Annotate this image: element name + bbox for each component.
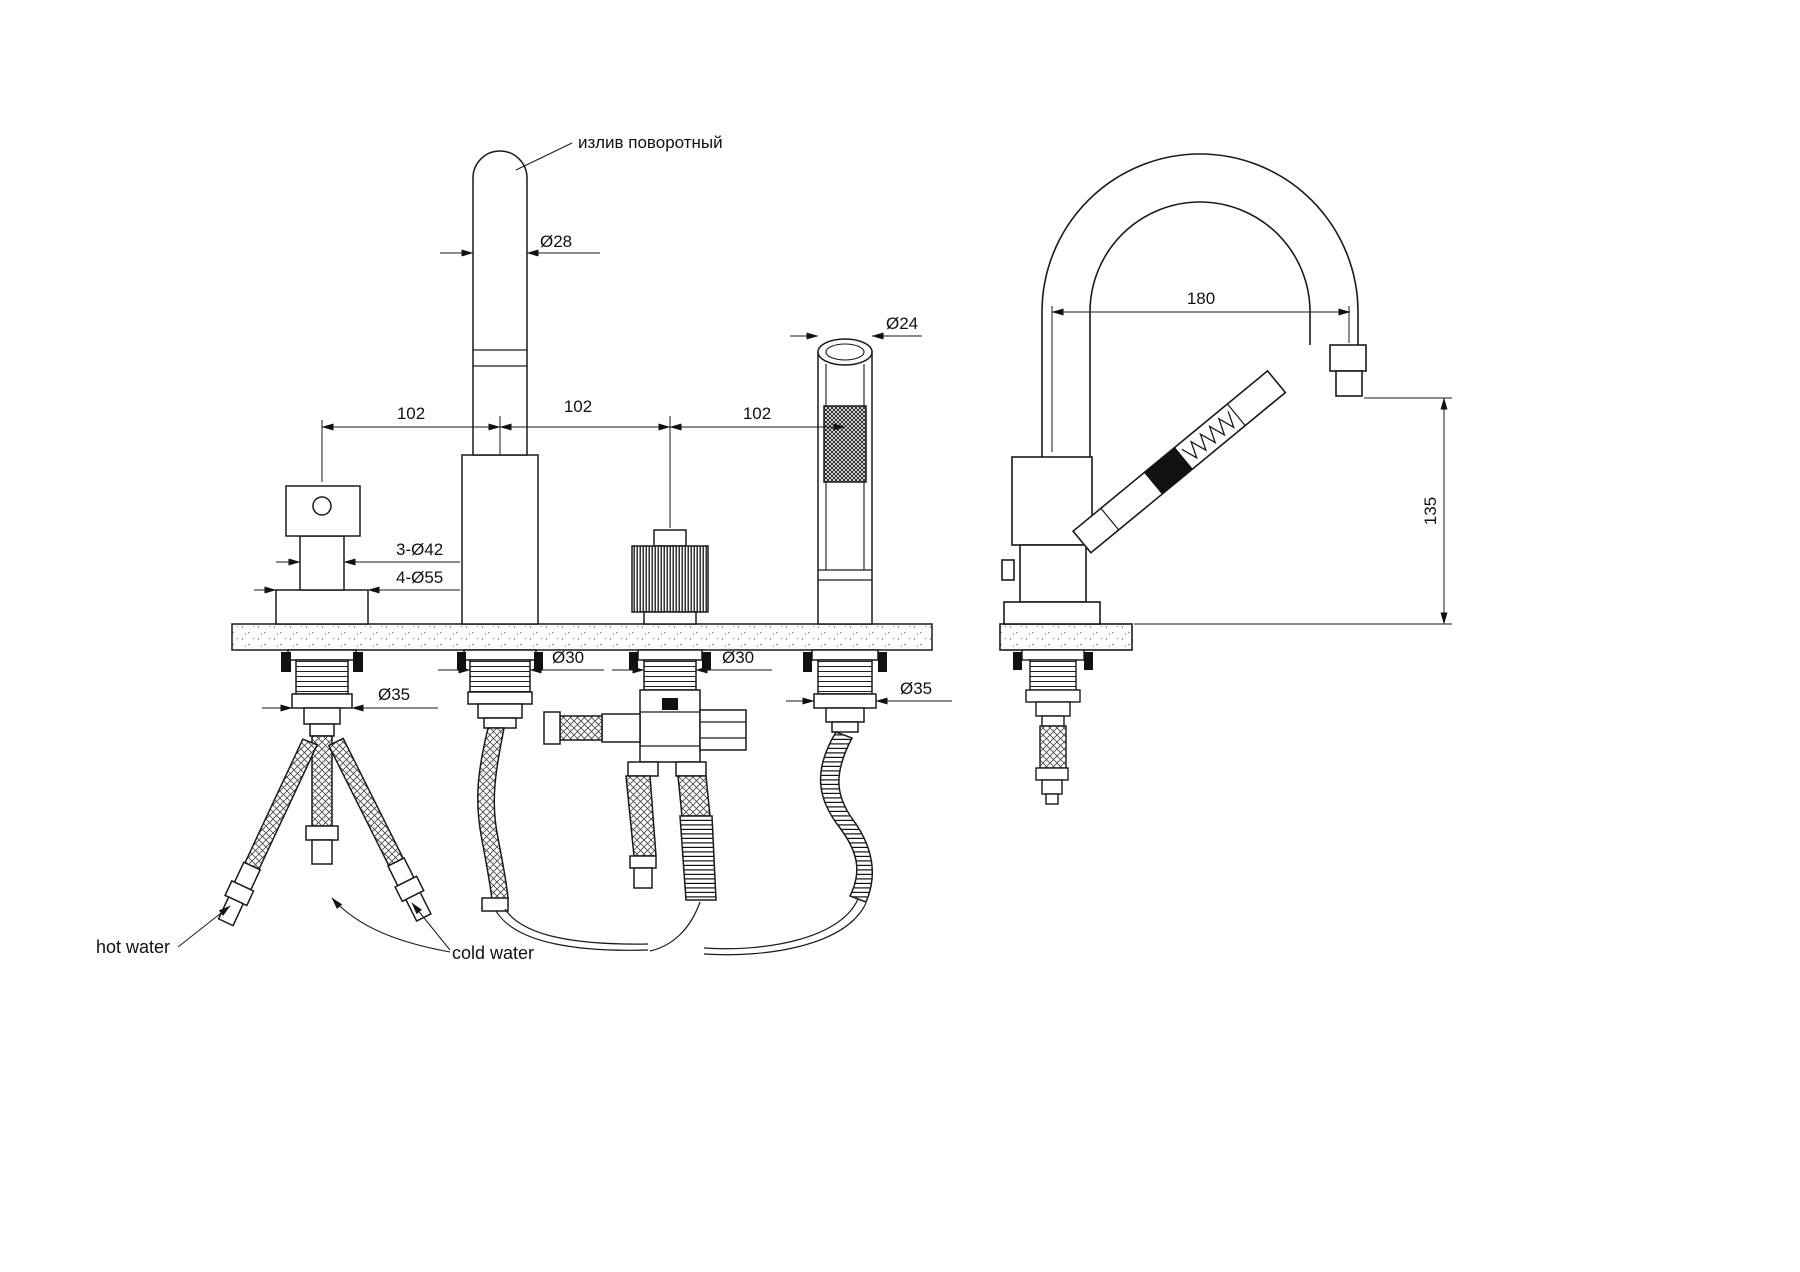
faucet-body-side bbox=[1001, 456, 1101, 625]
handshower-in-holder-side bbox=[1071, 369, 1287, 554]
dim-shower-diameter: Ø24 bbox=[886, 314, 918, 333]
dim-spout-shank: Ø30 bbox=[552, 648, 584, 667]
dim-spout-reach: 180 bbox=[1187, 289, 1215, 308]
hot-water-hose-fitting bbox=[217, 861, 262, 927]
cold-water-label: cold water bbox=[452, 943, 534, 963]
handshower-coil-texture bbox=[1181, 410, 1235, 460]
valve-handle-fixture bbox=[217, 485, 432, 927]
handle-screw-icon bbox=[312, 496, 332, 516]
gooseneck-spout-side bbox=[1041, 153, 1367, 457]
side-set-screw bbox=[1001, 559, 1015, 581]
dim-spout-diameter: Ø28 bbox=[540, 232, 572, 251]
drawing-texts: излив поворотный Ø28 Ø24 102 102 102 3-Ø… bbox=[96, 133, 1440, 963]
side-view bbox=[999, 153, 1452, 805]
spout-annotation: излив поворотный bbox=[578, 133, 723, 152]
spout-fixture bbox=[457, 150, 649, 951]
front-view bbox=[177, 142, 952, 956]
dim-spacing-left: 102 bbox=[397, 404, 425, 423]
side-dimensions bbox=[1051, 306, 1452, 625]
shower-hose-coil bbox=[819, 731, 874, 903]
dim-body-height: 135 bbox=[1421, 497, 1440, 525]
dim-spacing-right: 102 bbox=[743, 404, 771, 423]
handshower-band bbox=[1144, 447, 1193, 495]
cold-water-hose-fitting bbox=[386, 856, 432, 923]
mounting-deck-front bbox=[231, 623, 933, 651]
dim-shower-shank: Ø35 bbox=[900, 679, 932, 698]
mounting-deck-side bbox=[999, 623, 1133, 651]
dim-spacing-mid: 102 bbox=[564, 397, 592, 416]
front-dimensions bbox=[177, 142, 952, 953]
dim-holes-3: 3-Ø42 bbox=[396, 540, 443, 559]
dim-diverter-shank: Ø30 bbox=[722, 648, 754, 667]
dim-valve-shank: Ø35 bbox=[378, 685, 410, 704]
hot-water-label: hot water bbox=[96, 937, 170, 957]
diverter-knurled-knob bbox=[631, 545, 709, 613]
handshower-fixture bbox=[703, 338, 887, 956]
diverter-fixture bbox=[543, 529, 747, 952]
dim-holes-4: 4-Ø55 bbox=[396, 568, 443, 587]
side-under-deck-hardware bbox=[1013, 649, 1093, 805]
handshower-grip bbox=[823, 405, 867, 483]
